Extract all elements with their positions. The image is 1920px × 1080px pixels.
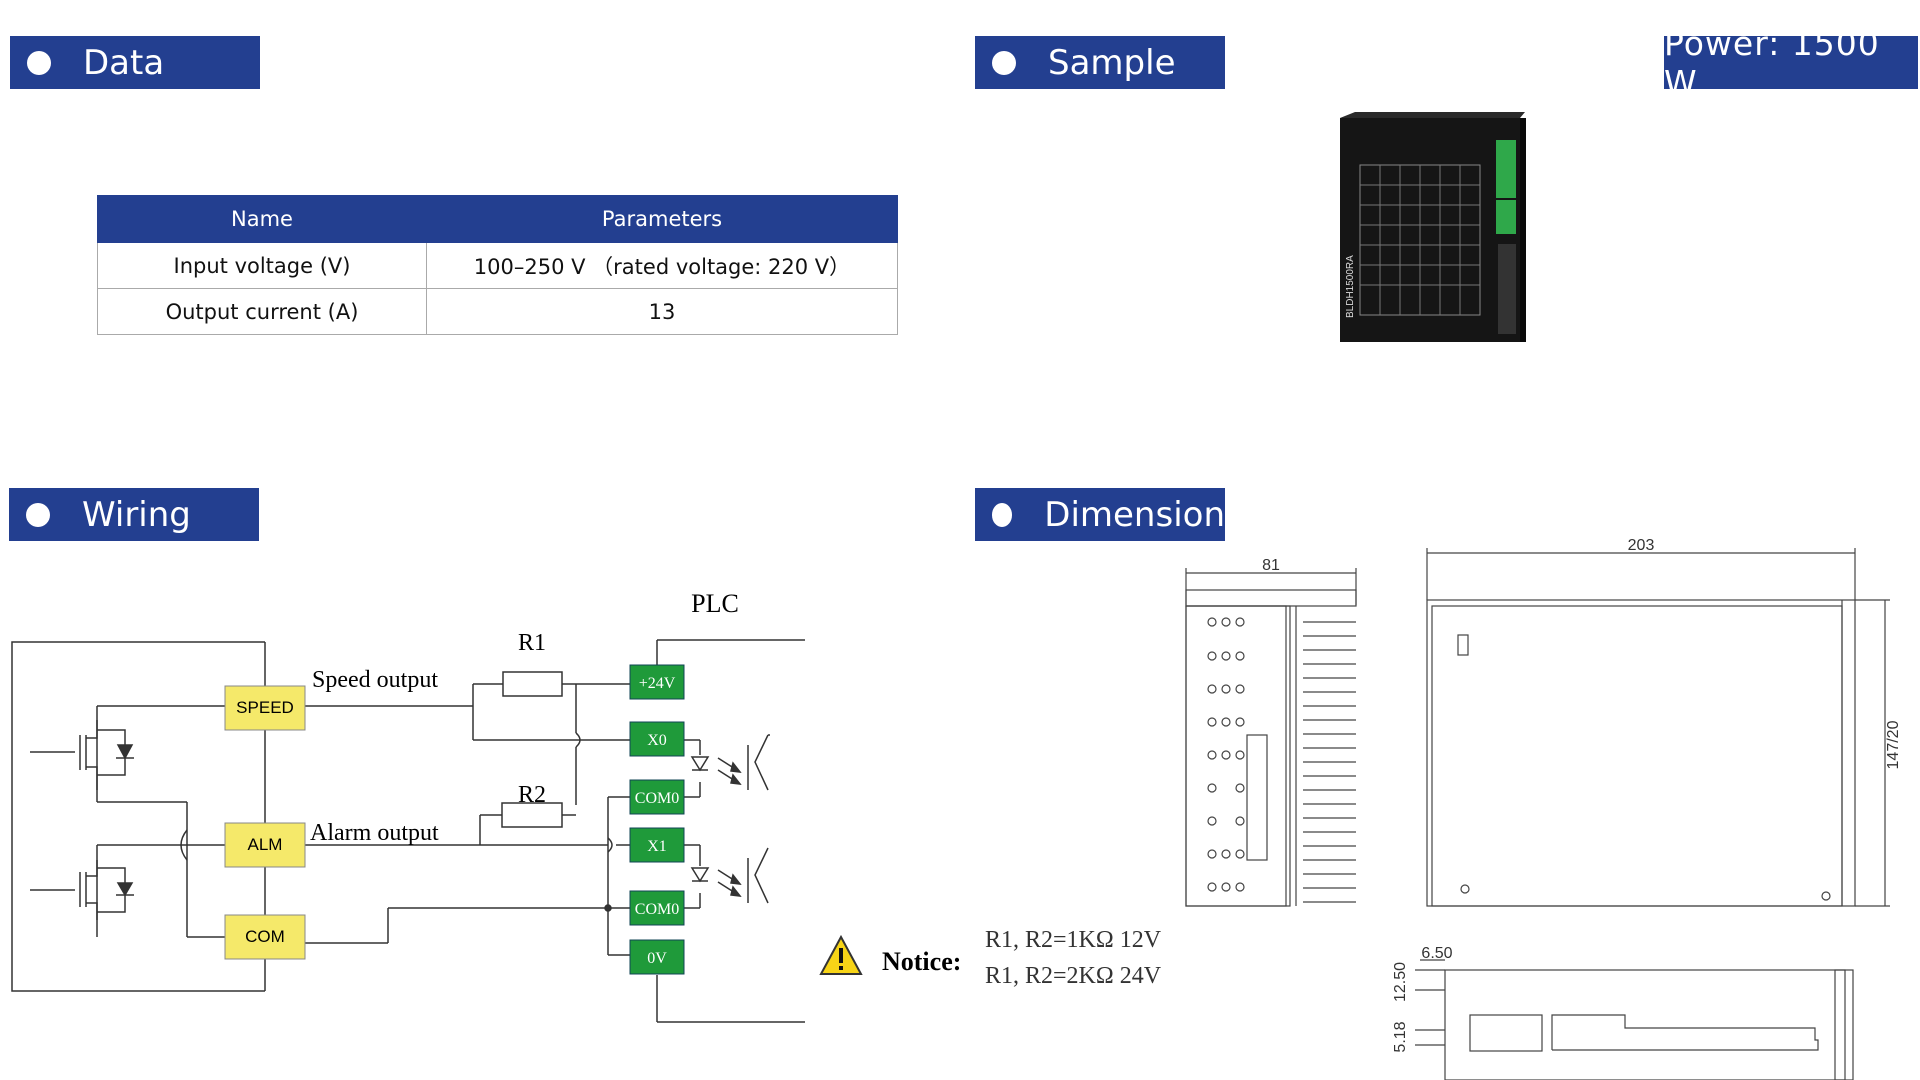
resistor-r2	[501, 802, 563, 828]
dim-147: 147/20	[1885, 720, 1902, 769]
plc-terminal-label: X0	[647, 732, 667, 749]
bullet-icon	[26, 502, 50, 527]
table-cell: Output current (A)	[97, 288, 427, 335]
terminal-com	[224, 914, 306, 960]
alarm-output-label: Alarm output	[310, 820, 439, 846]
section-header-wiring: Wiring	[9, 488, 259, 541]
table-row: Output current (A) 13	[97, 288, 898, 335]
notice-line: R1, R2=1KΩ 12V	[985, 927, 1162, 953]
notice: Notice: R1, R2=1KΩ 12V R1, R2=2KΩ 24V	[819, 927, 1162, 989]
dimension-labels: 81 203 147/20 6.50 12.50 5.18	[1262, 537, 1902, 1053]
warning-icon	[819, 934, 863, 975]
terminal-label: ALM	[248, 835, 283, 854]
plc-terminals: +24V X0 COM0 X1 COM0 0V	[629, 664, 685, 975]
table-cell: Input voltage (V)	[97, 242, 427, 289]
notice-label: Notice:	[882, 947, 961, 976]
column-header: Name	[97, 195, 427, 243]
plc-terminal-label: 0V	[647, 950, 667, 967]
notice-line: R1, R2=2KΩ 24V	[985, 963, 1162, 989]
bullet-icon	[992, 50, 1016, 75]
r1-label: R1	[518, 630, 546, 656]
plc-terminal-label: COM0	[635, 901, 679, 918]
terminal-label: SPEED	[236, 698, 294, 717]
product-image: BLDH1500RA	[1340, 112, 1526, 342]
section-title: Dimension	[1044, 494, 1225, 535]
terminal-label: COM	[245, 927, 285, 946]
dim-81: 81	[1262, 557, 1280, 574]
terminal-alm	[224, 822, 306, 868]
left-terminals: SPEED ALM COM	[224, 685, 306, 960]
section-title: Sample	[1048, 42, 1176, 83]
dim-1250: 12.50	[1392, 962, 1409, 1002]
terminal-speed	[224, 685, 306, 731]
bullet-icon	[27, 50, 51, 75]
table-header-row: Name Parameters	[97, 195, 898, 243]
plc-terminal-label: +24V	[639, 675, 676, 692]
resistor-r1	[502, 671, 563, 697]
r2-label: R2	[518, 782, 546, 808]
bullet-icon	[992, 502, 1013, 527]
dimension-drawing	[1185, 548, 1890, 1080]
product-model-label: BLDH1500RA	[1345, 255, 1356, 318]
plc-label: PLC	[691, 589, 739, 618]
section-header-data: Data	[10, 36, 260, 89]
section-header-dimension: Dimension	[975, 488, 1225, 541]
section-title: Wiring	[82, 494, 191, 535]
plc-terminal-label: X1	[647, 838, 667, 855]
parameter-table: Name Parameters Input voltage (V) 100–25…	[97, 195, 898, 335]
speed-output-label: Speed output	[312, 667, 438, 693]
dim-650: 6.50	[1421, 945, 1452, 962]
section-title: Data	[83, 42, 165, 83]
dim-518: 5.18	[1392, 1021, 1409, 1052]
column-header: Parameters	[426, 195, 898, 243]
plc-terminal-label: COM0	[635, 790, 679, 807]
section-header-sample: Sample	[975, 36, 1225, 89]
wiring-diagram	[11, 639, 805, 1023]
dim-203: 203	[1628, 537, 1655, 554]
table-cell: 13	[426, 288, 898, 335]
